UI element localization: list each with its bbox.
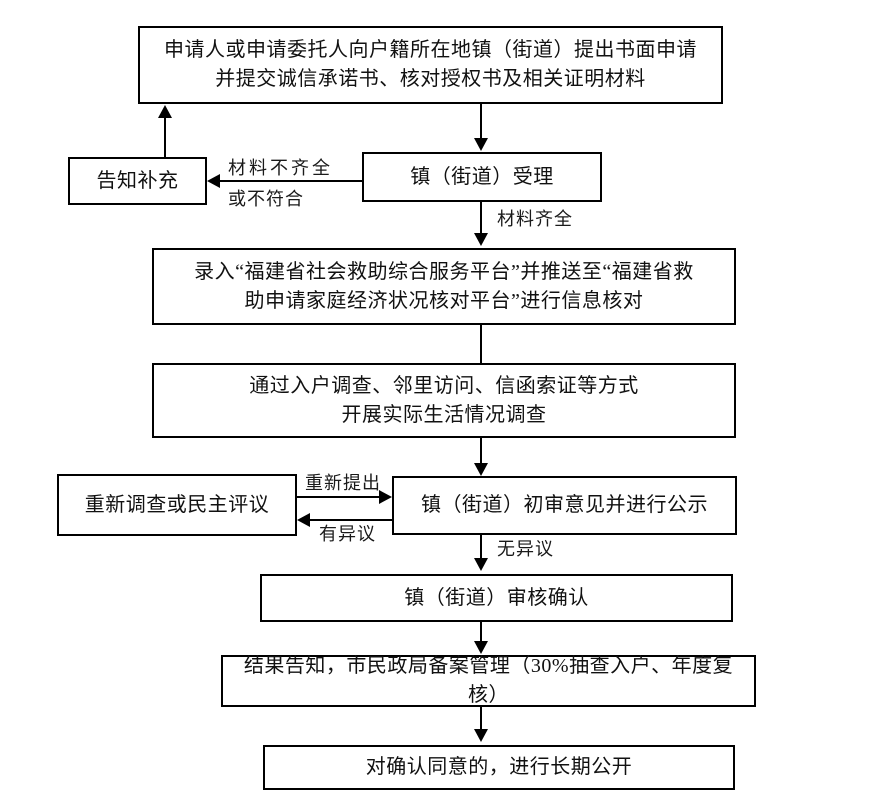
connector-preliminary-to-confirm — [480, 535, 482, 560]
connector-record-to-publish — [480, 707, 482, 730]
node-long-term-publicity-label: 对确认同意的，进行长期公开 — [365, 756, 633, 778]
arrowhead-accept-to-notify — [207, 174, 220, 188]
node-town-review-confirm-label: 镇（街道）审核确认 — [404, 586, 589, 609]
node-town-accept: 镇（街道）受理 — [362, 152, 602, 202]
node-application-submission-label: 申请人或申请委托人向户籍所在地镇（街道）提出书面申请 并提交诚信承诺书、核对授权… — [164, 39, 697, 90]
connector-confirm-to-record — [480, 622, 482, 643]
node-result-notice-record: 结果告知，市民政局备案管理（30%抽查入户、年度复核） — [221, 655, 756, 707]
arrowhead-apply-to-accept — [474, 138, 488, 151]
arrowhead-resurvey-to-preliminary — [379, 490, 392, 504]
connector-resurvey-to-preliminary — [297, 496, 381, 498]
node-resurvey-democratic-review-label: 重新调查或民主评议 — [84, 493, 270, 516]
edge-label-resubmit: 重新提出 — [305, 473, 381, 493]
node-notify-supplement-label: 告知补充 — [96, 169, 179, 192]
connector-entry-to-survey — [480, 325, 482, 363]
arrowhead-preliminary-to-resurvey — [297, 513, 310, 527]
arrowhead-confirm-to-record — [474, 641, 488, 654]
connector-notify-to-apply — [164, 117, 166, 158]
connector-survey-to-preliminary — [480, 438, 482, 465]
arrowhead-record-to-publish — [474, 729, 488, 742]
node-preliminary-review-publicity: 镇（街道）初审意见并进行公示 — [392, 476, 737, 535]
connector-accept-to-entry — [480, 202, 482, 235]
node-household-survey-label: 通过入户调查、邻里访问、信函索证等方式 开展实际生活情况调查 — [249, 374, 639, 426]
node-application-submission: 申请人或申请委托人向户籍所在地镇（街道）提出书面申请 并提交诚信承诺书、核对授权… — [138, 26, 723, 104]
node-household-survey: 通过入户调查、邻里访问、信函索证等方式 开展实际生活情况调查 — [152, 363, 736, 438]
connector-apply-to-accept — [480, 104, 482, 140]
node-result-notice-record-label: 结果告知，市民政局备案管理（30%抽查入户、年度复核） — [243, 655, 734, 706]
arrowhead-accept-to-entry — [474, 233, 488, 246]
arrowhead-notify-to-apply — [158, 105, 172, 118]
edge-label-objection: 有异议 — [319, 524, 376, 544]
edge-label-no-objection: 无异议 — [497, 539, 554, 559]
edge-label-incomplete-line2: 或不符合 — [228, 189, 304, 209]
node-town-accept-label: 镇（街道）受理 — [410, 165, 554, 188]
node-long-term-publicity: 对确认同意的，进行长期公开 — [263, 745, 735, 790]
arrowhead-preliminary-to-confirm — [474, 558, 488, 571]
connector-accept-to-notify — [219, 180, 362, 182]
node-preliminary-review-publicity-label: 镇（街道）初审意见并进行公示 — [421, 494, 708, 516]
connector-preliminary-to-resurvey — [309, 519, 393, 521]
arrowhead-survey-to-preliminary — [474, 463, 488, 476]
node-platform-entry-label: 录入“福建省社会救助综合服务平台”并推送至“福建省救 助申请家庭经济状况核对平台… — [194, 260, 694, 312]
edge-label-incomplete-line1: 材料不齐全 — [228, 158, 333, 178]
edge-label-materials-complete: 材料齐全 — [497, 209, 573, 229]
node-town-review-confirm: 镇（街道）审核确认 — [260, 574, 733, 622]
node-platform-entry: 录入“福建省社会救助综合服务平台”并推送至“福建省救 助申请家庭经济状况核对平台… — [152, 248, 736, 325]
node-notify-supplement: 告知补充 — [68, 157, 207, 205]
node-resurvey-democratic-review: 重新调查或民主评议 — [57, 474, 297, 536]
